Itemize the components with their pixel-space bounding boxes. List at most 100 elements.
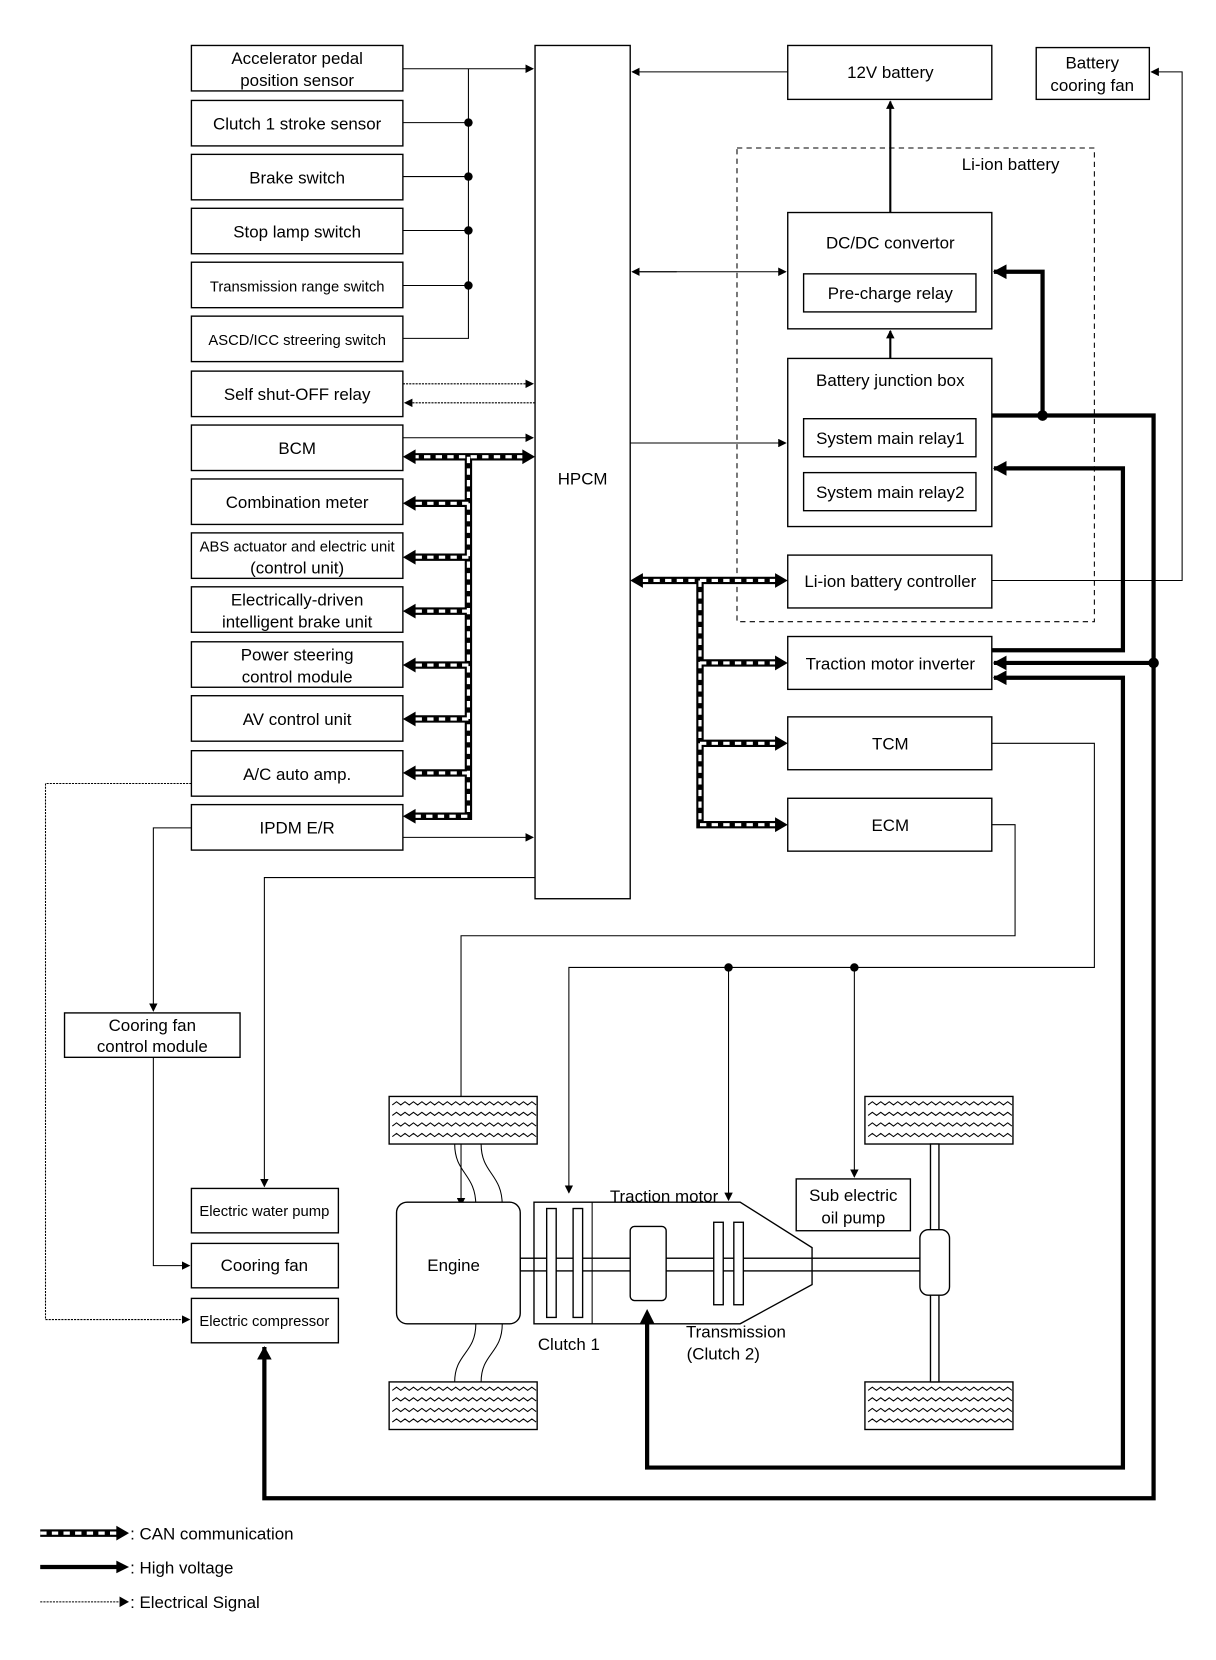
li-ion-controller-label: Li-ion battery controller bbox=[804, 572, 976, 591]
left-box-13: A/C auto amp. bbox=[190, 750, 404, 797]
clutch1-plate bbox=[545, 1207, 557, 1319]
tire-rear-left bbox=[388, 1381, 538, 1431]
ecm-label: ECM bbox=[872, 816, 910, 835]
water-pump-label: Electric water pump bbox=[199, 1204, 329, 1220]
legend-signal-label: : Electrical Signal bbox=[130, 1593, 260, 1612]
tire-rear-right bbox=[864, 1381, 1014, 1431]
left-box-label: Power steering bbox=[241, 645, 354, 664]
dcdc-converter-box: DC/DC convertor Pre-charge relay bbox=[787, 211, 993, 330]
clutch2-plate bbox=[733, 1221, 745, 1306]
smr2-label: System main relay2 bbox=[816, 483, 964, 502]
left-box-label: (control unit) bbox=[250, 559, 344, 578]
left-box-label: intelligent brake unit bbox=[222, 613, 373, 632]
li-ion-controller-box: Li-ion battery controller bbox=[787, 554, 993, 609]
tire-front-left bbox=[388, 1095, 538, 1145]
tire-tread bbox=[867, 1122, 1013, 1127]
electric-water-pump-box: Electric water pump bbox=[190, 1187, 340, 1234]
left-box-label: position sensor bbox=[240, 71, 354, 90]
system-main-relay1-box bbox=[802, 418, 977, 458]
battery-12v-box: 12V battery bbox=[787, 44, 993, 101]
engine-block bbox=[395, 1201, 521, 1325]
left-box-6: Self shut-OFF relay bbox=[190, 370, 404, 418]
drivetrain: Engine Traction motor Clutch 1 Transmiss… bbox=[388, 1095, 1014, 1431]
junction-dot bbox=[464, 226, 473, 235]
tire-tread bbox=[867, 1101, 1013, 1106]
clutch1-plate bbox=[572, 1207, 584, 1319]
tire-tread bbox=[391, 1386, 537, 1392]
precharge-relay-label: Pre-charge relay bbox=[828, 284, 954, 303]
can-bus-right bbox=[630, 573, 788, 833]
left-box-label: Transmission range switch bbox=[210, 279, 385, 295]
tire-tread bbox=[391, 1132, 537, 1138]
differential bbox=[919, 1228, 951, 1296]
high-voltage-lines bbox=[256, 264, 1159, 1501]
smr1-label: System main relay1 bbox=[816, 429, 964, 448]
transmission-label: Transmission bbox=[686, 1323, 786, 1342]
signal-lines-right bbox=[44, 67, 1183, 1324]
tire-tread bbox=[391, 1418, 537, 1423]
left-box-label: control module bbox=[242, 668, 353, 687]
clutch1-label: Clutch 1 bbox=[538, 1335, 600, 1354]
sub-oil-pump-label: oil pump bbox=[821, 1208, 885, 1227]
junction-dot bbox=[464, 118, 473, 127]
left-box-0: Accelerator pedal position sensor bbox=[190, 44, 404, 92]
cfcm-label: control module bbox=[97, 1037, 208, 1056]
compressor-label: Electric compressor bbox=[199, 1314, 329, 1330]
tire-tread bbox=[391, 1122, 537, 1127]
electric-compressor-box: Electric compressor bbox=[190, 1297, 340, 1344]
tire-front-right bbox=[864, 1095, 1014, 1145]
left-box-3: Stop lamp switch bbox=[190, 207, 404, 255]
left-box-label: ABS actuator and electric unit bbox=[200, 539, 395, 555]
tire-tread bbox=[867, 1132, 1013, 1138]
battery-cooling-fan-label: cooring fan bbox=[1050, 76, 1134, 95]
legend-can-label: : CAN communication bbox=[130, 1524, 293, 1543]
inverter-label: Traction motor inverter bbox=[806, 654, 976, 673]
transmission-label: (Clutch 2) bbox=[687, 1345, 760, 1364]
sub-oil-pump-box bbox=[795, 1178, 912, 1232]
junction-dot bbox=[464, 172, 473, 181]
left-box-label: BCM bbox=[278, 439, 316, 458]
tire-tread bbox=[391, 1407, 537, 1413]
left-box-9: ABS actuator and electric unit (control u… bbox=[190, 532, 404, 580]
left-box-label: Accelerator pedal bbox=[231, 49, 363, 68]
tcm-box: TCM bbox=[787, 716, 993, 771]
tire-tread bbox=[867, 1397, 1013, 1402]
left-box-4: Transmission range switch bbox=[190, 261, 404, 309]
cooling-fan-control-module-box: Cooring fan control module bbox=[63, 1012, 241, 1059]
traction-motor-label: Traction motor bbox=[610, 1187, 719, 1206]
hpcm-box: HPCM bbox=[534, 44, 631, 900]
tire-tread bbox=[391, 1397, 537, 1402]
system-main-relay2-box bbox=[802, 471, 977, 512]
left-box-label: ASCD/ICC streering switch bbox=[208, 333, 386, 349]
left-box-label: IPDM E/R bbox=[260, 819, 335, 838]
left-box-10: Electrically-driven intelligent brake uni… bbox=[190, 586, 404, 633]
left-box-7: BCM bbox=[190, 424, 404, 472]
engine-label: Engine bbox=[427, 1256, 480, 1275]
left-box-label: AV control unit bbox=[243, 710, 352, 729]
tire-tread bbox=[867, 1111, 1013, 1117]
battery-junction-box: Battery junction box System main relay1 … bbox=[787, 357, 993, 528]
ecm-box: ECM bbox=[787, 797, 993, 852]
battery-12v-label: 12V battery bbox=[847, 63, 934, 82]
hpcm-label: HPCM bbox=[558, 469, 608, 488]
junction-box-label: Battery junction box bbox=[816, 371, 965, 390]
tire-tread bbox=[391, 1101, 537, 1106]
clutch2-plate bbox=[713, 1221, 724, 1306]
left-box-1: Clutch 1 stroke sensor bbox=[190, 99, 404, 147]
tire-tread bbox=[867, 1418, 1013, 1423]
signal-lines-left bbox=[402, 64, 536, 842]
left-box-5: ASCD/ICC streering switch bbox=[190, 315, 404, 363]
inverter-box: Traction motor inverter bbox=[787, 635, 993, 691]
left-box-label: Electrically-driven bbox=[231, 590, 363, 609]
li-ion-battery-group: Li-ion battery bbox=[736, 147, 1095, 623]
li-ion-battery-label: Li-ion battery bbox=[962, 155, 1060, 174]
left-box-12: AV control unit bbox=[190, 695, 404, 742]
left-box-label: Brake switch bbox=[249, 168, 345, 187]
left-box-label: Clutch 1 stroke sensor bbox=[213, 115, 382, 134]
cooling-fan-label: Cooring fan bbox=[221, 1256, 308, 1275]
battery-cooling-fan-box: Battery cooring fan bbox=[1035, 46, 1151, 101]
traction-motor-rotor bbox=[629, 1225, 667, 1302]
battery-cooling-fan-label: Battery bbox=[1065, 54, 1119, 73]
